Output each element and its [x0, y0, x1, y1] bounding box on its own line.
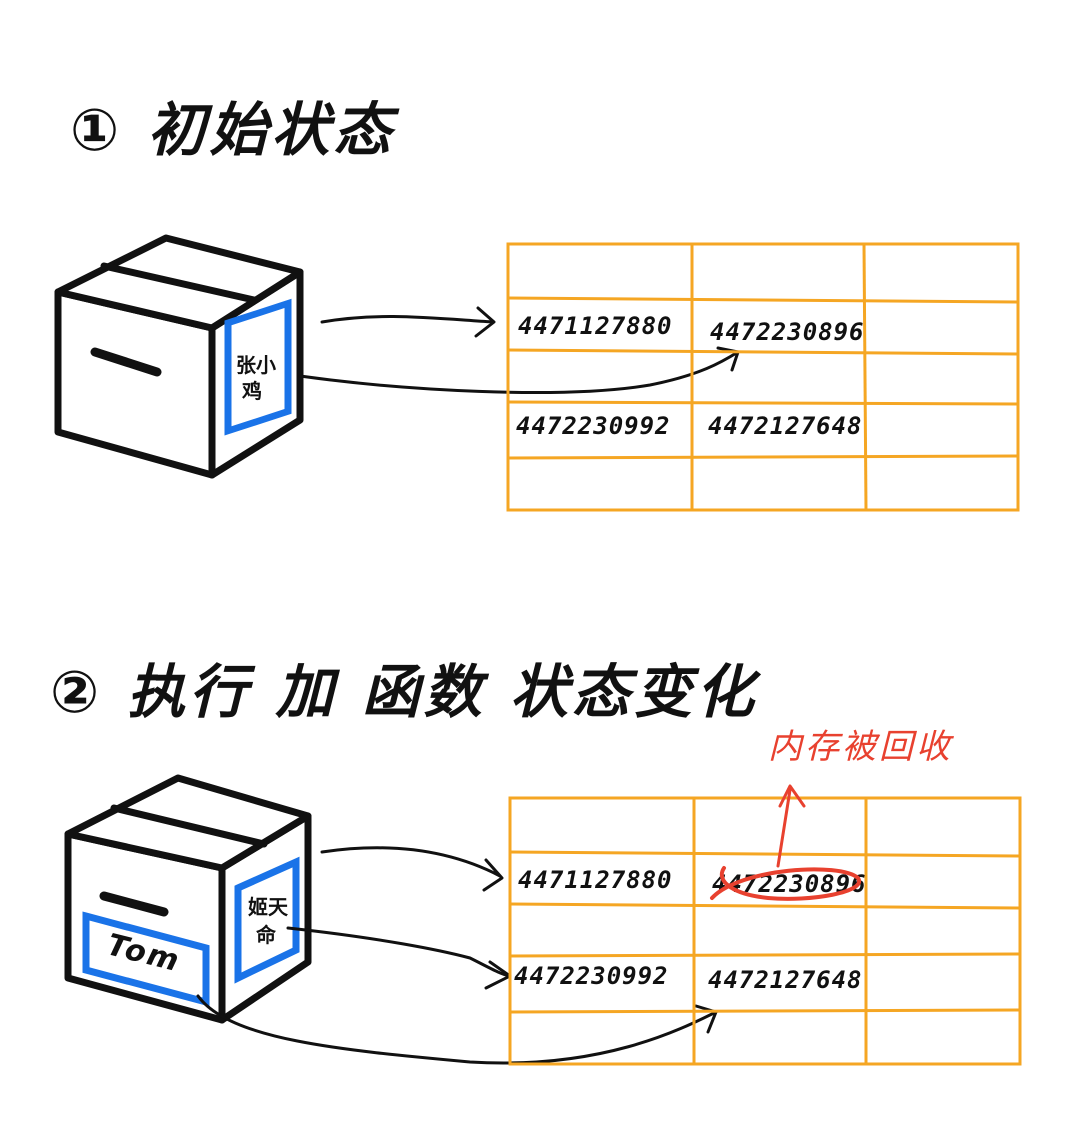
cell2-r1c1: 4471127880 [518, 866, 673, 894]
cell-r3c1: 4472230992 [516, 412, 671, 440]
cell2-r3c2: 4472127648 [708, 966, 863, 994]
name-tag-line2: 鸡 [241, 379, 262, 403]
memory-table-2: 4471127880 4472230896 4472230992 4472127… [508, 796, 1022, 1066]
name-tag2-line1: 姬天 [248, 895, 289, 919]
name-tag2-line2: 命 [256, 923, 277, 947]
cell-r1c2: 4472230896 [710, 318, 865, 346]
section2-title: ② 执行 加 函数 状态变化 [50, 658, 762, 726]
name-tag-border [224, 298, 292, 436]
cell-r3c2: 4472127648 [708, 412, 863, 440]
tom-tag-border [82, 911, 210, 1007]
arrows-section-2 [196, 846, 718, 1065]
cell2-r3c1: 4472230992 [514, 962, 669, 990]
gc-note: 内存被回收 [768, 727, 954, 767]
name-tag-line1: 张小 [236, 353, 276, 377]
gc-annotation: 内存被回收 [710, 727, 954, 901]
variable-box-1: 张小 鸡 [54, 234, 304, 479]
name-tag-border-2 [234, 856, 300, 984]
variable-box-2: Tom 姬天 命 [64, 774, 312, 1024]
memory-table-1: 4471127880 4472230896 4472230992 4472127… [506, 242, 1020, 512]
arrows-section-1 [298, 306, 740, 394]
cell-r1c1: 4471127880 [518, 312, 673, 340]
section1-title: ① 初始状态 [70, 96, 400, 164]
